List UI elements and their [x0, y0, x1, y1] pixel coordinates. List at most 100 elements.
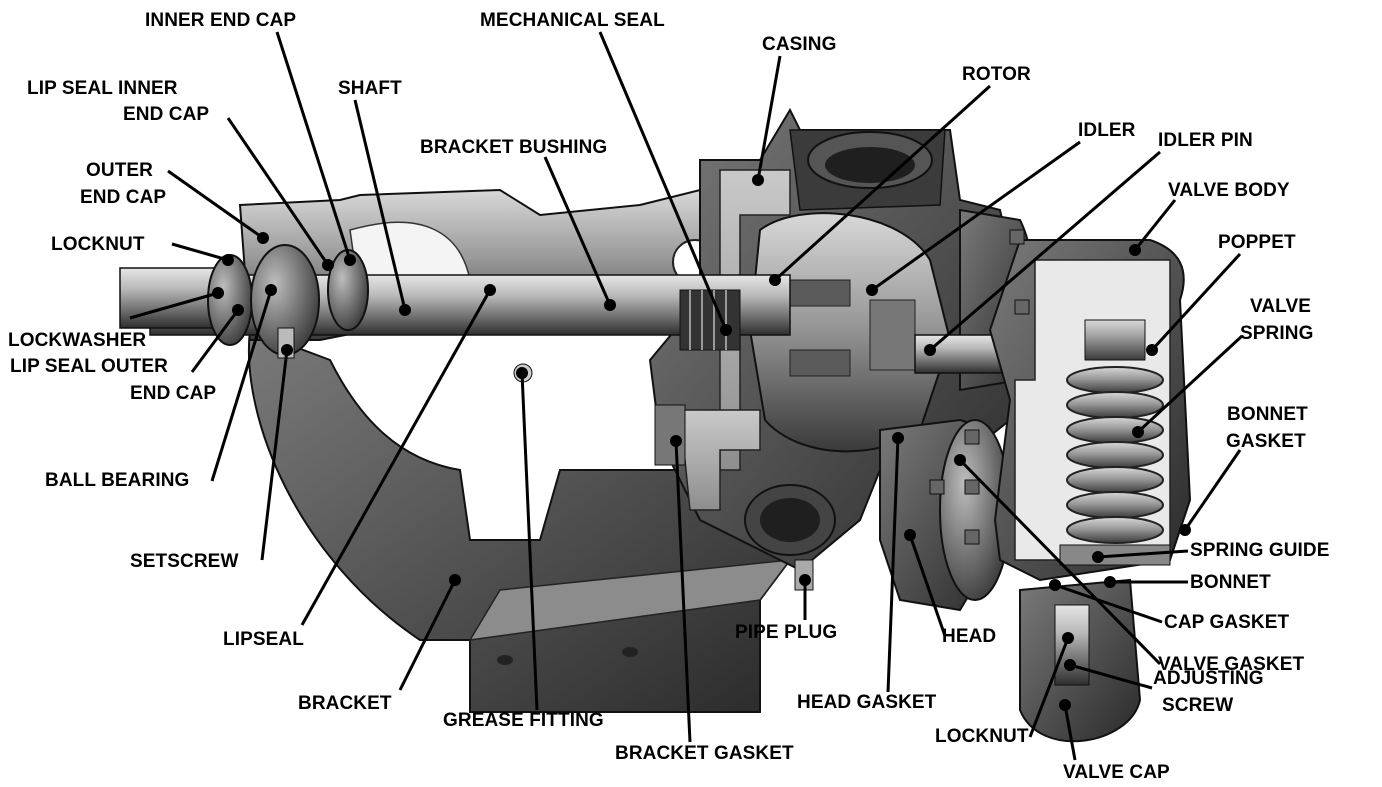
dot-adjusting-screw: [1064, 659, 1076, 671]
rotor-tooth-2: [789, 349, 851, 377]
label-shaft: SHAFT: [338, 78, 402, 99]
label-lip-seal-outer-2: END CAP: [130, 383, 217, 404]
label-cap-gasket: CAP GASKET: [1164, 612, 1290, 633]
leader-idler: [871, 140, 1081, 292]
leader-idler-pin: [929, 150, 1161, 352]
leader-lockwasher: [129, 291, 219, 320]
dot-lip-seal-inner: [322, 259, 334, 271]
label-locknut: LOCKNUT: [51, 234, 145, 255]
label-bonnet-gasket-2: GASKET: [1226, 431, 1306, 452]
dot-poppet: [1146, 344, 1158, 356]
label-bracket-gasket: BRACKET GASKET: [615, 743, 794, 764]
leader-valve-gasket: [958, 458, 1162, 666]
valve-spring-coils: [1066, 366, 1164, 544]
leader-poppet: [1150, 252, 1242, 352]
dot-bonnet-gasket: [1179, 524, 1191, 536]
label-locknut-valve: LOCKNUT: [935, 726, 1029, 747]
leader-cap-gasket: [1054, 583, 1163, 624]
leader-lipseal: [300, 289, 492, 626]
leader-bonnet-gasket: [1183, 449, 1242, 531]
leader-bracket: [398, 579, 457, 691]
leader-shaft: [353, 99, 407, 311]
bracket-gasket-shape: [654, 404, 686, 466]
leader-lip-seal-outer: [190, 309, 240, 373]
leader-inner-end-cap: [275, 31, 352, 261]
leader-bracket-gasket: [674, 440, 692, 743]
dot-lip-seal-outer: [232, 304, 244, 316]
leader-setscrew: [260, 349, 289, 561]
dot-cap-gasket: [1049, 579, 1061, 591]
leader-ball-bearing: [210, 289, 273, 482]
rotor-tooth-3: [869, 299, 916, 371]
leader-valve-spring: [1136, 334, 1244, 434]
label-poppet: POPPET: [1218, 232, 1296, 253]
lower-port-inner: [760, 498, 820, 542]
bracket-base: [248, 328, 792, 713]
leader-valve-cap: [1063, 704, 1077, 761]
label-bracket-bushing: BRACKET BUSHING: [420, 137, 608, 158]
label-grease-fitting: GREASE FITTING: [443, 710, 604, 731]
poppet-shape: [1084, 319, 1146, 361]
dot-locknut: [222, 254, 234, 266]
dot-bonnet: [1104, 576, 1116, 588]
foot-hole-left: [497, 655, 513, 665]
label-valve-cap: VALVE CAP: [1063, 762, 1170, 783]
label-bracket: BRACKET: [298, 693, 392, 714]
dot-head: [904, 529, 916, 541]
leader-head: [908, 534, 947, 637]
dot-bracket: [449, 574, 461, 586]
leader-spring-guide: [1097, 549, 1189, 559]
leader-locknut: [171, 242, 229, 262]
leader-bracket-bushing: [543, 156, 612, 306]
label-valve-body: VALVE BODY: [1168, 180, 1290, 201]
rotor-shape: [748, 212, 952, 453]
label-outer-end-cap-1: OUTER: [86, 160, 153, 181]
label-outer-end-cap-2: END CAP: [80, 187, 167, 208]
leader-outer-end-cap: [167, 169, 264, 240]
label-ball-bearing: BALL BEARING: [45, 470, 190, 491]
leader-grease-fitting: [520, 372, 539, 711]
label-lockwasher: LOCKWASHER: [8, 330, 147, 351]
dot-valve-cap: [1059, 699, 1071, 711]
dot-ball-bearing: [265, 284, 277, 296]
dot-mechanical-seal: [720, 324, 732, 336]
label-valve-spring-1: VALVE: [1250, 296, 1312, 317]
head-bolts: [929, 229, 1030, 545]
dot-valve-spring: [1132, 426, 1144, 438]
dot-casing: [752, 174, 764, 186]
leader-mechanical-seal: [598, 31, 728, 331]
label-idler-pin: IDLER PIN: [1158, 130, 1253, 151]
label-head-gasket: HEAD GASKET: [797, 692, 937, 713]
label-pipe-plug: PIPE PLUG: [735, 622, 838, 643]
dot-shaft: [399, 304, 411, 316]
dot-lockwasher: [212, 287, 224, 299]
label-rotor: ROTOR: [962, 64, 1031, 85]
label-spring-guide: SPRING GUIDE: [1190, 540, 1330, 561]
dot-idler: [866, 284, 878, 296]
dot-bracket-bushing: [604, 299, 616, 311]
label-adjusting-screw-1: ADJUSTING: [1153, 668, 1264, 689]
leader-head-gasket: [886, 437, 900, 693]
dot-inner-end-cap: [344, 254, 356, 266]
dot-lipseal: [484, 284, 496, 296]
adjusting-screw-shape: [1054, 604, 1090, 686]
label-setscrew: SETSCREW: [130, 551, 239, 572]
dot-bracket-gasket: [670, 435, 682, 447]
leader-locknut-valve: [1028, 637, 1070, 738]
label-inner-end-cap: INNER END CAP: [145, 10, 297, 31]
dot-locknut-valve: [1062, 632, 1074, 644]
leader-rotor: [773, 84, 992, 282]
leader-adjusting-screw: [1069, 663, 1153, 690]
dot-rotor: [769, 274, 781, 286]
dot-head-gasket: [892, 432, 904, 444]
leader-lip-seal-inner: [226, 117, 330, 266]
label-valve-gasket: VALVE GASKET: [1158, 654, 1305, 675]
dot-spring-guide: [1092, 551, 1104, 563]
dot-valve-gasket: [954, 454, 966, 466]
dot-valve-body: [1129, 244, 1141, 256]
rotor-tooth-1: [789, 279, 851, 307]
leader-casing: [756, 55, 782, 181]
